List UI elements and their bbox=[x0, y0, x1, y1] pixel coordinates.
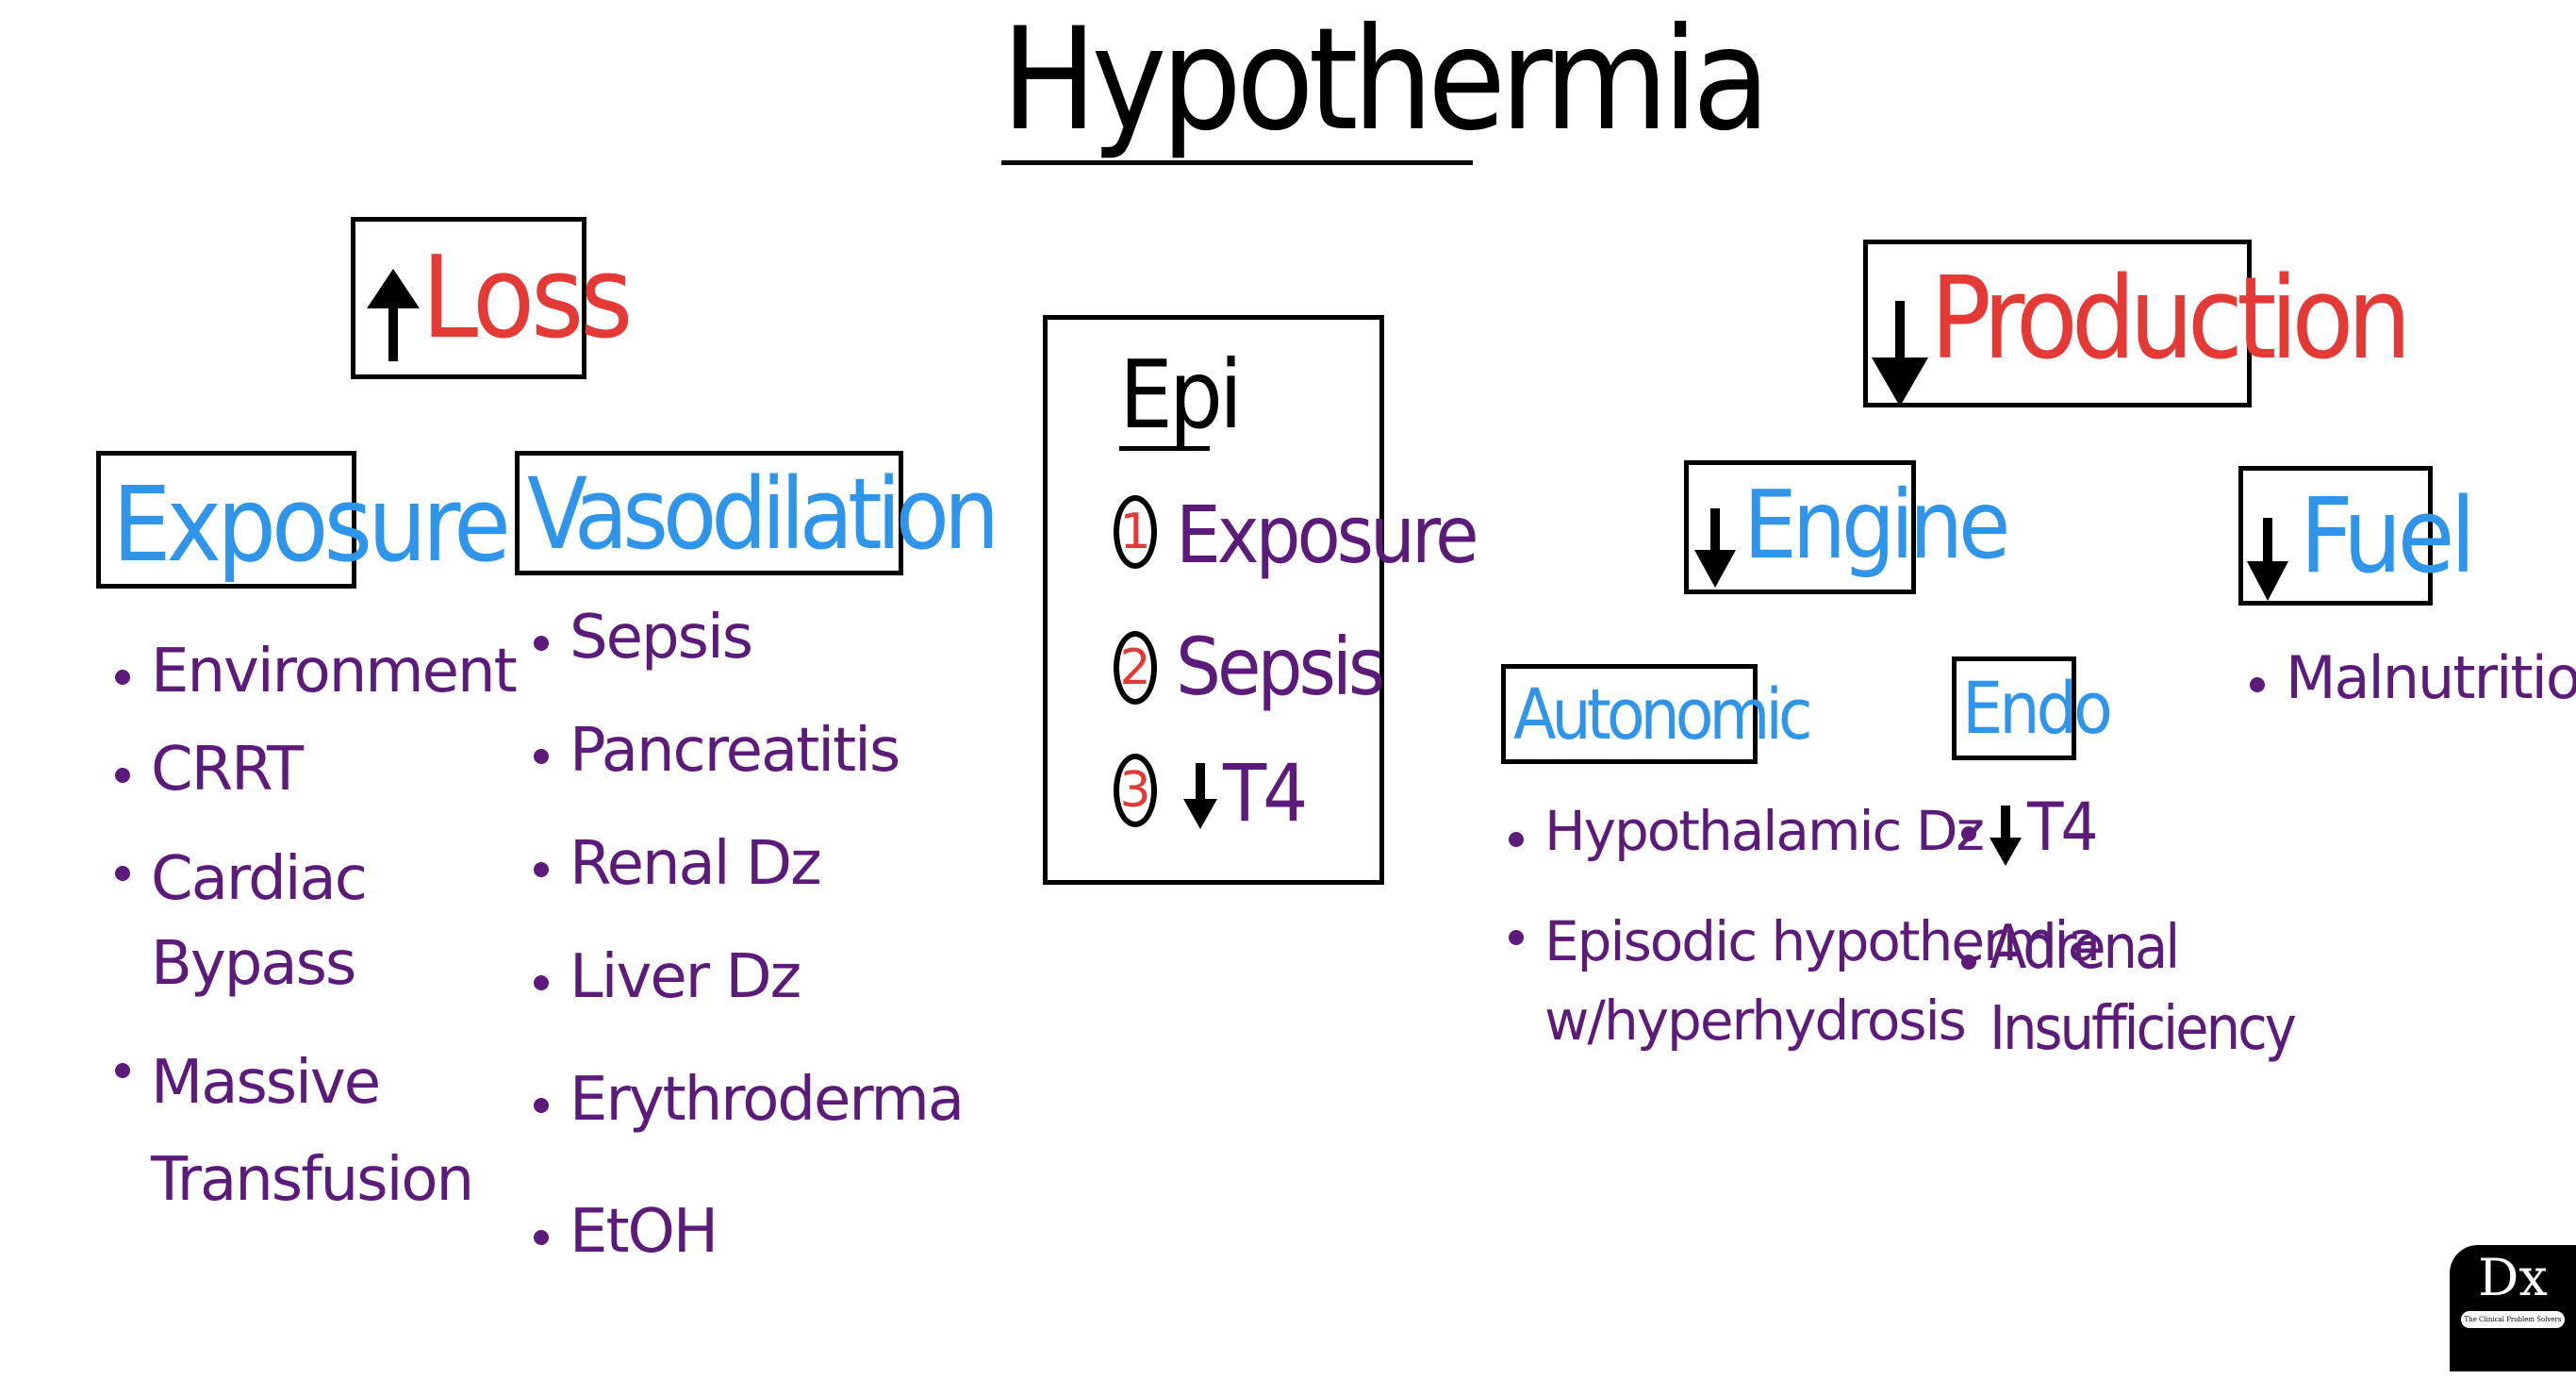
list-item: CRRT bbox=[115, 739, 516, 800]
rank-badge: 3 bbox=[1114, 754, 1157, 827]
loss-heading-box: Loss bbox=[351, 217, 634, 379]
rank-badge: 1 bbox=[1114, 495, 1157, 569]
logo-text: Dx bbox=[2478, 1248, 2548, 1307]
list-item: Renal Dz bbox=[534, 834, 963, 894]
bullet-dot bbox=[1961, 955, 1976, 970]
logo-subtitle: The Clinical Problem Solvers bbox=[2461, 1311, 2565, 1328]
fuel-item-list: Malnutrition bbox=[2250, 649, 2576, 707]
list-item: Liver Dz bbox=[534, 947, 963, 1007]
bullet-dot bbox=[1961, 826, 1976, 841]
epi-heading-underline bbox=[1119, 446, 1210, 451]
page-title: Hypothermia bbox=[1001, 0, 1771, 162]
autonomic-subcategory-label: Autonomic bbox=[1513, 674, 1812, 756]
autonomic-item-list: Hypothalamic Dz Episodic hypothermia w/h… bbox=[1509, 804, 2101, 1060]
autonomic-subcategory-box: Autonomic bbox=[1501, 664, 1812, 764]
list-item: Adrenal Insufficiency bbox=[1990, 913, 2297, 1065]
engine-category-box: Engine bbox=[1684, 460, 2010, 594]
down-arrow-icon bbox=[1183, 763, 1217, 829]
epi-item-text: Sepsis bbox=[1176, 621, 1385, 713]
list-item: Episodic hypothermia w/hyperhydrosis bbox=[1509, 902, 2101, 1060]
endo-subcategory-label: Endo bbox=[1962, 666, 2113, 750]
exposure-item-list: Environment CRRT Cardiac Bypass Massive … bbox=[115, 641, 518, 1228]
production-heading: Production bbox=[1930, 254, 2412, 385]
fuel-category-box: Fuel bbox=[2238, 466, 2476, 606]
epi-item-text: T4 bbox=[1223, 747, 1308, 839]
list-item: Hypothalamic Dz bbox=[1509, 804, 2099, 858]
up-arrow-icon bbox=[367, 269, 420, 361]
epi-box: Epi 1 Exposure 2 Sepsis 3 T4 bbox=[1043, 315, 1479, 885]
epi-item-text: Exposure bbox=[1176, 489, 1479, 581]
list-item: Erythroderma bbox=[534, 1070, 965, 1130]
fuel-category-label: Fuel bbox=[2300, 475, 2476, 596]
list-item: EtOH bbox=[534, 1202, 963, 1262]
production-heading-box: Production bbox=[1863, 240, 2412, 407]
vasodilation-item-list: Sepsis Pancreatitis Renal Dz Liver Dz Er… bbox=[534, 607, 965, 1262]
logo: Dx The Clinical Problem Solvers bbox=[2450, 1245, 2576, 1371]
list-item: Malnutrition bbox=[2250, 649, 2576, 707]
list-item: T4 bbox=[2027, 789, 2098, 866]
epi-heading: Epi bbox=[1119, 340, 1243, 450]
list-item: Sepsis bbox=[534, 607, 963, 668]
vasodilation-category-label: Vasodilation bbox=[527, 457, 999, 572]
endo-subcategory-box: Endo bbox=[1952, 656, 2113, 760]
title-underline bbox=[1001, 160, 1473, 165]
down-arrow-icon bbox=[1990, 806, 2022, 866]
exposure-category-label: Exposure bbox=[112, 464, 511, 585]
rank-badge: 2 bbox=[1114, 631, 1157, 705]
list-item: Massive Transfusion bbox=[115, 1035, 516, 1228]
list-item: Pancreatitis bbox=[534, 721, 963, 781]
down-arrow-icon bbox=[1872, 301, 1928, 407]
exposure-category-box: Exposure bbox=[96, 451, 511, 589]
loss-heading: Loss bbox=[421, 233, 634, 364]
down-arrow-icon bbox=[1694, 508, 1736, 588]
down-arrow-icon bbox=[2247, 518, 2288, 601]
list-item: Environment bbox=[115, 641, 518, 702]
vasodilation-category-box: Vasodilation bbox=[515, 451, 999, 575]
engine-category-label: Engine bbox=[1743, 470, 2010, 580]
list-item: Cardiac Bypass bbox=[115, 838, 516, 1006]
